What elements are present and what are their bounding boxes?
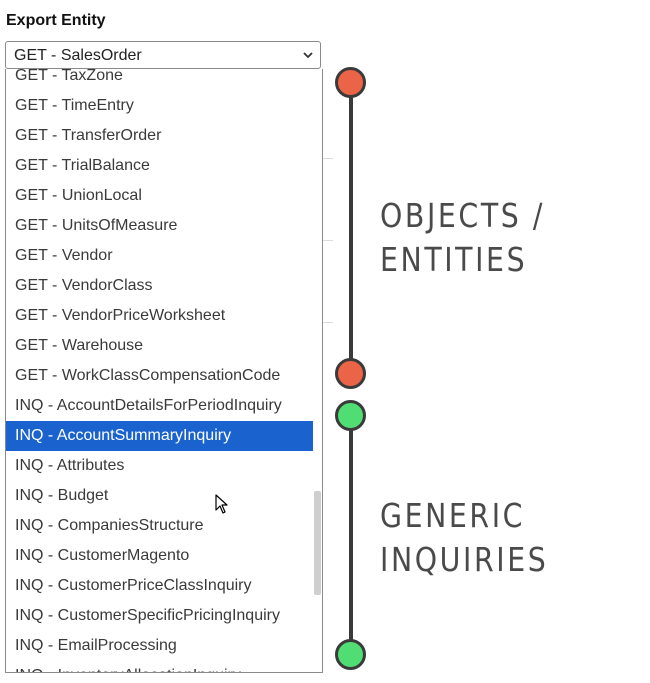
annotation-line: ENTITIES bbox=[380, 240, 528, 279]
objects-entities-annotation: OBJECTS / ENTITIES bbox=[380, 194, 545, 282]
inquiries-end-marker bbox=[335, 639, 366, 670]
dropdown-option[interactable]: INQ - InventoryAllocationInquiry bbox=[6, 661, 315, 672]
dropdown-option[interactable]: GET - TrialBalance bbox=[15, 157, 150, 174]
mouse-pointer-icon bbox=[215, 494, 228, 514]
dropdown-option[interactable]: INQ - EmailProcessing bbox=[15, 637, 177, 654]
dropdown-option[interactable]: INQ - Attributes bbox=[15, 457, 125, 474]
select-current-value: GET - SalesOrder bbox=[14, 47, 142, 64]
dropdown-option[interactable]: GET - TaxZone bbox=[15, 69, 123, 84]
generic-inquiries-annotation: GENERIC INQUIRIES bbox=[380, 494, 548, 582]
dropdown-scrollbar[interactable] bbox=[313, 69, 322, 672]
dropdown-option[interactable]: INQ - CustomerMagento bbox=[15, 547, 190, 564]
export-entity-label: Export Entity bbox=[6, 12, 106, 29]
annotation-line: INQUIRIES bbox=[380, 540, 549, 579]
background-divider bbox=[323, 322, 333, 323]
dropdown-option[interactable]: GET - UnionLocal bbox=[15, 187, 142, 204]
dropdown-option[interactable]: GET - TransferOrder bbox=[15, 127, 162, 144]
dropdown-option[interactable]: GET - TimeEntry bbox=[15, 97, 134, 114]
option-list: GET - TaxZone GET - TimeEntry GET - Tran… bbox=[6, 69, 315, 672]
chevron-down-icon bbox=[303, 52, 313, 59]
dropdown-option-selected[interactable]: INQ - AccountSummaryInquiry bbox=[6, 421, 315, 451]
dropdown-option[interactable]: GET - WorkClassCompensationCode bbox=[15, 367, 281, 384]
dropdown-option[interactable]: INQ - AccountDetailsForPeriodInquiry bbox=[15, 397, 282, 414]
objects-range-line bbox=[349, 82, 353, 374]
export-entity-dropdown-list[interactable]: GET - TaxZone GET - TimeEntry GET - Tran… bbox=[5, 69, 323, 673]
dropdown-option[interactable]: INQ - CustomerPriceClassInquiry bbox=[15, 577, 252, 594]
inquiries-start-marker bbox=[335, 400, 366, 431]
dropdown-option[interactable]: GET - VendorClass bbox=[15, 277, 153, 294]
dropdown-option[interactable]: GET - VendorPriceWorksheet bbox=[15, 307, 226, 324]
scrollbar-thumb[interactable] bbox=[314, 491, 321, 595]
annotation-line: GENERIC bbox=[380, 496, 526, 535]
dropdown-option[interactable]: GET - Vendor bbox=[15, 247, 113, 264]
objects-start-marker bbox=[335, 67, 366, 98]
background-divider bbox=[323, 158, 333, 159]
dropdown-option[interactable]: INQ - CustomerSpecificPricingInquiry bbox=[15, 607, 280, 624]
inquiries-range-line bbox=[349, 415, 353, 655]
objects-end-marker bbox=[335, 358, 366, 389]
dropdown-option[interactable]: GET - Warehouse bbox=[15, 337, 144, 354]
annotation-line: OBJECTS / bbox=[380, 196, 546, 235]
export-entity-select[interactable]: GET - SalesOrder bbox=[5, 41, 321, 69]
background-divider bbox=[323, 240, 333, 241]
dropdown-option[interactable]: INQ - CompaniesStructure bbox=[15, 517, 204, 534]
dropdown-option[interactable]: INQ - Budget bbox=[15, 487, 109, 504]
dropdown-option[interactable]: GET - UnitsOfMeasure bbox=[15, 217, 178, 234]
